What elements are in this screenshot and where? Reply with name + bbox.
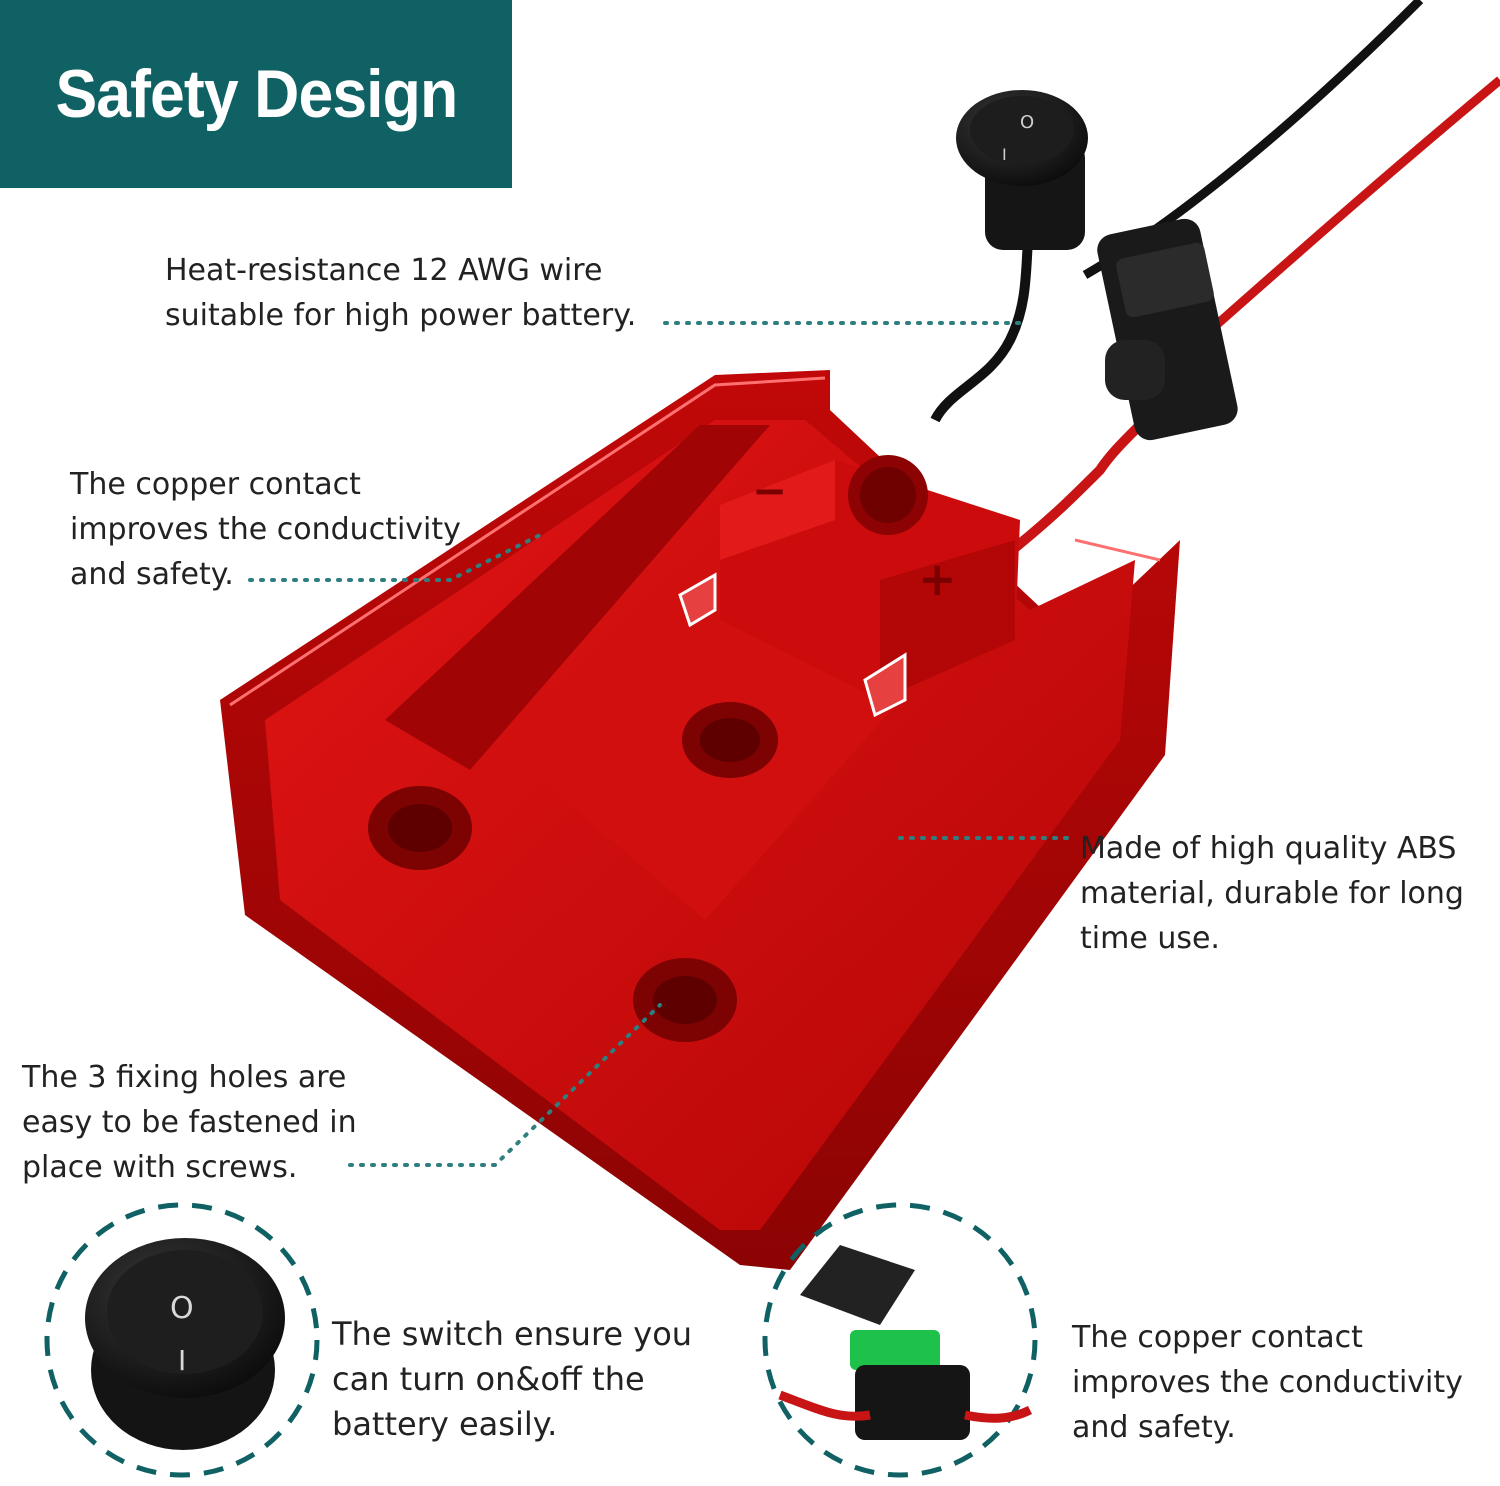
callout-holes-line-3: place with screws. [22,1150,298,1185]
rocker-switch-icon: O I [956,90,1088,250]
callout-contact-bottom-line-2: improves the conductivity [1072,1365,1463,1400]
battery-mount-icon: − + [220,370,1180,1270]
callout-contact-top-line-2: improves the conductivity [70,512,461,547]
callout-abs-line-2: material, durable for long [1080,876,1464,911]
callout-contact-bottom-line-3: and safety. [1072,1410,1236,1445]
callout-wire: Heat-resistance 12 AWG wire suitable for… [165,248,636,338]
fuse-holder-icon [1097,218,1238,441]
title-banner: Safety Design [0,0,512,188]
callout-fixing-holes: The 3 fixing holes are easy to be fasten… [22,1055,357,1190]
fuse-detail [762,1202,1038,1478]
callout-contact-top-line-3: and safety. [70,557,234,592]
switch-detail: O I [44,1202,320,1478]
callout-copper-contact-top: The copper contact improves the conducti… [70,462,461,597]
wires [930,0,1500,564]
callout-copper-contact-bottom: The copper contact improves the conducti… [1072,1315,1463,1450]
callout-switch-line-1: The switch ensure you [332,1315,693,1353]
page-title: Safety Design [55,56,458,132]
callout-wire-line-1: Heat-resistance 12 AWG wire [165,253,603,288]
callout-abs-material: Made of high quality ABS material, durab… [1080,826,1464,961]
positive-terminal-mark: + [918,552,957,606]
callout-leaders [248,321,1077,1167]
detail-switch-mark-on: I [178,1344,186,1377]
negative-terminal-mark: − [752,466,787,515]
callout-switch-line-2: can turn on&off the [332,1360,645,1398]
callout-switch-line-3: battery easily. [332,1405,558,1443]
callout-contact-top-line-1: The copper contact [70,467,361,502]
callout-abs-line-1: Made of high quality ABS [1080,831,1457,866]
callout-holes-line-2: easy to be fastened in [22,1105,357,1140]
switch-mark-on: I [1002,145,1007,164]
callout-abs-line-3: time use. [1080,921,1220,956]
switch-mark-off: O [1020,112,1034,133]
detail-switch-mark-off: O [170,1291,194,1326]
callout-holes-line-1: The 3 fixing holes are [22,1060,347,1095]
callout-contact-bottom-line-1: The copper contact [1072,1320,1363,1355]
callout-switch: The switch ensure you can turn on&off th… [332,1312,692,1447]
callout-wire-line-2: suitable for high power battery. [165,298,637,333]
